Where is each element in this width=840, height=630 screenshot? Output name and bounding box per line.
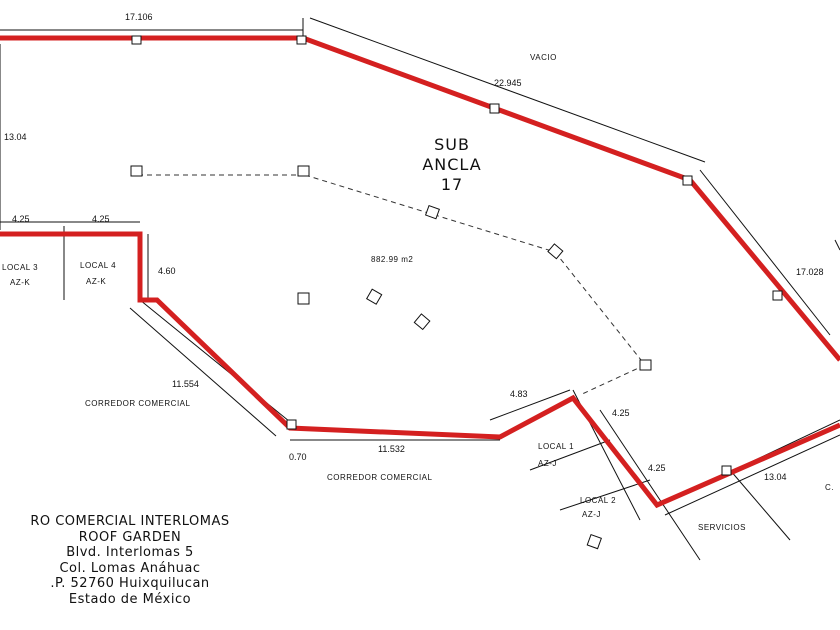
address-line: Estado de México (68, 591, 192, 607)
dim-notch-top: 4.83 (510, 389, 528, 399)
address-line: .P. 52760 Huixquilucan (50, 576, 210, 591)
dim-top: 17.106 (125, 12, 153, 22)
label-local3: LOCAL 3 (2, 263, 38, 272)
unit-outline (0, 35, 840, 362)
dim-left-bottom-b: 4.25 (92, 214, 110, 224)
label-local4-code: AZ-K (86, 277, 106, 286)
dim-right-diag: 17.028 (796, 267, 824, 277)
area-value: 882.99 m2 (371, 255, 413, 264)
label-local4: LOCAL 4 (80, 261, 116, 270)
address-line: Blvd. Interlomas 5 (66, 545, 194, 560)
label-local2: LOCAL 2 (580, 496, 616, 505)
address-line: ROOF GARDEN (78, 529, 182, 545)
column-markers (130, 35, 783, 550)
label-edge-c: C. (825, 483, 834, 492)
label-vacio: VACIO (530, 53, 557, 62)
dim-small: 0.70 (289, 452, 307, 462)
label-local3-code: AZ-K (10, 278, 30, 287)
label-local1: LOCAL 1 (538, 442, 574, 451)
dim-notch-side-a: 4.25 (612, 408, 630, 418)
dim-corridor-diag: 11.554 (172, 379, 199, 389)
label-corredor-1: CORREDOR COMERCIAL (85, 399, 191, 408)
address-line: RO COMERCIAL INTERLOMAS (30, 514, 230, 529)
label-local2-code: AZ-J (582, 510, 601, 519)
unit-title-line3: 17 (441, 175, 463, 194)
dim-bottom: 11.532 (378, 444, 405, 454)
unit-outline-lower (0, 231, 840, 509)
dim-bottom-right: 13.04 (764, 472, 787, 482)
dim-notch-side-b: 4.25 (648, 463, 666, 473)
address-block: RO COMERCIAL INTERLOMAS ROOF GARDEN Blvd… (0, 514, 260, 607)
unit-title-line2: ANCLA (422, 155, 481, 174)
label-corredor-2: CORREDOR COMERCIAL (327, 473, 433, 482)
address-line: Col. Lomas Anáhuac (59, 560, 201, 576)
unit-title-line1: SUB (434, 135, 470, 154)
dim-left: 13.04 (4, 132, 27, 142)
label-servicios: SERVICIOS (698, 523, 746, 532)
dim-diag-top: 22.945 (494, 78, 522, 88)
label-local1-code: AZ-J (538, 459, 557, 468)
dim-step: 4.60 (158, 266, 176, 276)
dim-left-bottom-a: 4.25 (12, 214, 30, 224)
dashed-reference-lines (138, 174, 646, 396)
